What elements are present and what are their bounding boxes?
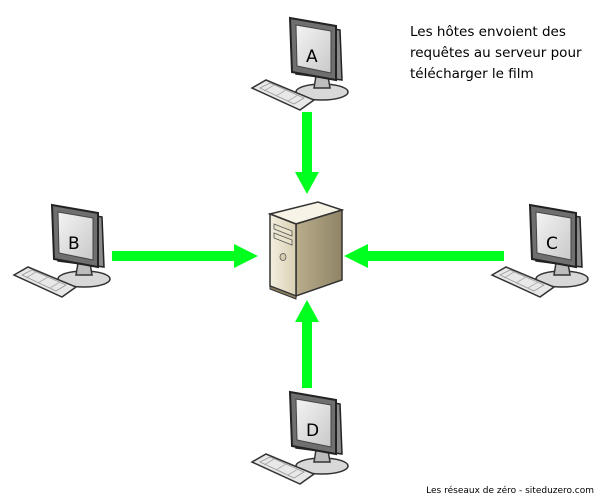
desktop-computer-icon xyxy=(251,391,349,485)
desktop-computer-icon xyxy=(251,17,349,111)
footer-credit: Les réseaux de zéro - siteduzero.com xyxy=(426,486,594,496)
host-d: D xyxy=(251,391,349,485)
host-label: C xyxy=(546,234,558,254)
host-label: B xyxy=(68,234,80,254)
desktop-computer-icon xyxy=(491,204,589,298)
server-tower-icon xyxy=(267,201,345,300)
host-c: C xyxy=(491,204,589,298)
host-b: B xyxy=(13,204,111,298)
arrow-from-d xyxy=(295,300,319,388)
host-label: A xyxy=(306,47,318,67)
host-a: A xyxy=(251,17,349,111)
arrow-from-b xyxy=(112,244,258,268)
host-label: D xyxy=(306,421,319,441)
arrow-from-c xyxy=(344,244,504,268)
diagram-caption: Les hôtes envoient des requêtes au serve… xyxy=(410,24,582,82)
arrow-from-a xyxy=(295,112,319,194)
desktop-computer-icon xyxy=(13,204,111,298)
